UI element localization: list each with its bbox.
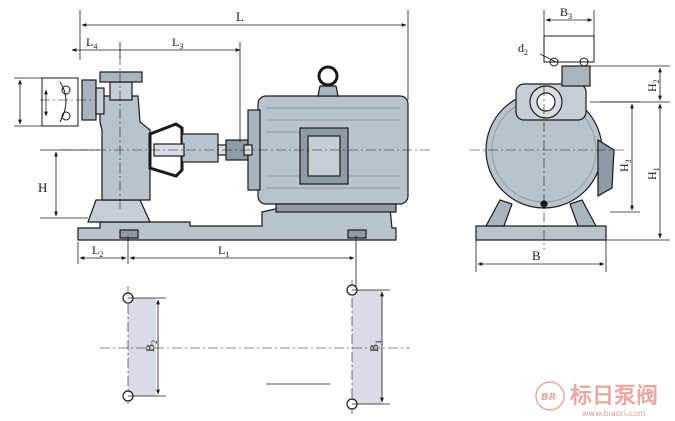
suction-nozzle [95,87,105,115]
d2-leader [539,53,557,63]
end-suction-inner [536,92,556,112]
pump-casing [99,95,151,201]
watermark-url: www.biaori.com [582,409,646,418]
label-H2: H2 [645,79,661,92]
pump-stand [87,199,151,223]
base-foot-left [119,229,139,239]
end-view [475,65,615,241]
label-L2: L2 [92,243,103,259]
label-H3: H3 [617,159,633,172]
watermark-logo-text: BR [541,392,556,403]
label-H1: H1 [645,167,661,180]
discharge-pipe [109,81,133,101]
watermark-brand: 标日泵阀 [570,383,658,409]
bearing-housing [181,133,219,163]
label-L: L [236,9,244,24]
discharge-flange [99,71,143,83]
base-plate [77,207,397,241]
end-base [475,225,607,241]
motor-hook-base [317,85,339,97]
terminal-box-cover [307,135,341,177]
bearing-bracket [148,122,184,178]
label-H: H [38,180,47,195]
bolt-layout [100,280,410,414]
base-foot-right [347,229,367,239]
watermark: BR 标日泵阀 www.biaori.com [535,381,658,418]
bolt-band-right [352,290,382,404]
flange-dims [14,77,48,127]
lifting-eye [317,65,339,87]
label-L3: L3 [172,35,183,51]
dim-L4-L3 [71,42,241,142]
end-discharge [561,65,591,87]
end-feet [484,199,598,227]
dim-H3 [590,101,640,213]
watermark-logo-icon [535,381,565,411]
end-centerlines [470,86,625,250]
label-B: B [532,248,541,263]
side-view [77,65,409,241]
side-centerlines [40,55,430,210]
label-B3: B3 [560,5,572,21]
dim-B3 [543,10,595,36]
discharge-flange-detail [543,35,595,67]
label-d2: d2 [518,41,528,57]
motor-foot [275,203,397,213]
label-L4: L4 [86,35,97,51]
label-B1: B1 [367,340,383,352]
dim-L2-L1 [77,236,357,290]
dim-H [40,149,100,219]
suction-flange-detail [41,77,79,127]
label-B2: B2 [143,340,159,352]
bolt-band-left [128,298,156,396]
dim-B [475,240,607,272]
end-terminal-box [597,138,615,198]
dim-H1 [606,103,670,241]
label-L1: L1 [218,243,229,259]
